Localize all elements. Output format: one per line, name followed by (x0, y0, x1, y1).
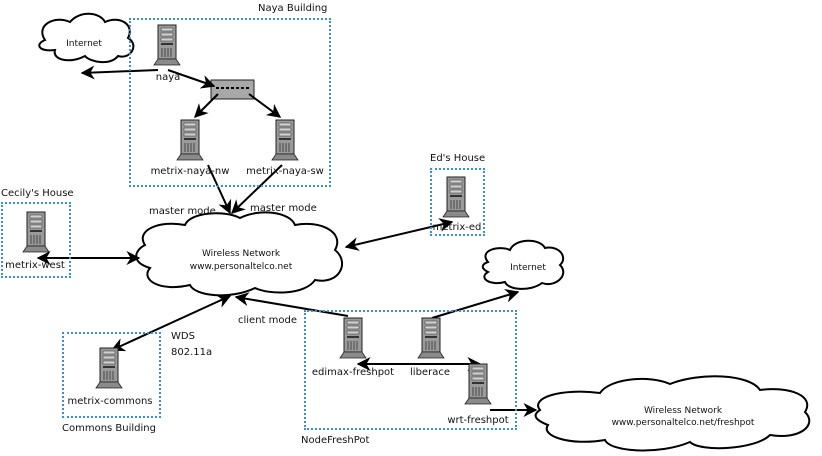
group-eds-house (430, 168, 485, 236)
cloud-label-internet-2: Internet (510, 263, 546, 273)
network-switch (210, 79, 255, 100)
group-label-cecilys-house: Cecily's House (1, 188, 74, 199)
link-edimax-wireless (234, 292, 349, 317)
server-label-liberace: liberace (410, 367, 450, 378)
group-label-naya-building: Naya Building (258, 3, 328, 14)
group-cecilys-house (1, 202, 71, 278)
cloud-wireless-freshpot (534, 375, 811, 452)
link-naya-switch (167, 69, 216, 89)
connections (36, 65, 538, 417)
cloud-label-wireless-freshpot-title: Wireless Network (643, 406, 723, 416)
cloud-label-wireless-main-url: www.personaltelco.net (189, 262, 293, 272)
link-sw-wireless (230, 164, 283, 214)
cloud-label-wireless-freshpot-url: www.personaltelco.net/freshpot (611, 418, 755, 428)
group-label-commons-building: Commons Building (62, 423, 156, 434)
link-commons-wireless (110, 294, 232, 352)
link-switch-nw (194, 93, 219, 118)
group-naya-building (129, 18, 331, 187)
link-liberace-internet (431, 288, 520, 319)
annotation-wds-band: 802.11a (171, 347, 213, 358)
link-ed-wireless (344, 218, 454, 251)
server-label-metrix-ed: metrix-ed (432, 222, 482, 233)
group-commons-building (62, 332, 161, 418)
server-label-metrix-naya-nw: metrix-naya-nw (150, 166, 230, 177)
group-nodefreshpot (304, 310, 517, 430)
annotation-wds: WDS (171, 331, 195, 342)
annotation-master-mode-left: master mode (149, 206, 216, 217)
server-label-metrix-naya-sw: metrix-naya-sw (246, 166, 324, 177)
cloud-internet-2 (481, 239, 565, 290)
server-label-metrix-west: metrix-west (5, 260, 65, 271)
cloud-label-wireless-main-title: Wireless Network (201, 249, 281, 259)
annotation-client-mode: client mode (238, 315, 298, 326)
group-label-eds-house: Ed's House (430, 153, 486, 164)
cloud-internet-1 (38, 12, 135, 63)
group-label-nodefreshpot: NodeFreshPot (301, 435, 370, 446)
annotation-master-mode-right: master mode (250, 203, 317, 214)
link-nw-wireless (207, 164, 232, 215)
server-label-wrt-freshpot: wrt-freshpot (447, 415, 509, 426)
cloud-wireless-main (135, 211, 344, 297)
server-label-metrix-commons: metrix-commons (67, 396, 153, 407)
cloud-label-internet-1: Internet (66, 39, 102, 49)
link-naya-internet (80, 65, 159, 80)
server-label-naya: naya (155, 72, 181, 83)
link-switch-sw (248, 93, 282, 118)
server-label-edimax-freshpot: edimax-freshpot (311, 367, 395, 378)
